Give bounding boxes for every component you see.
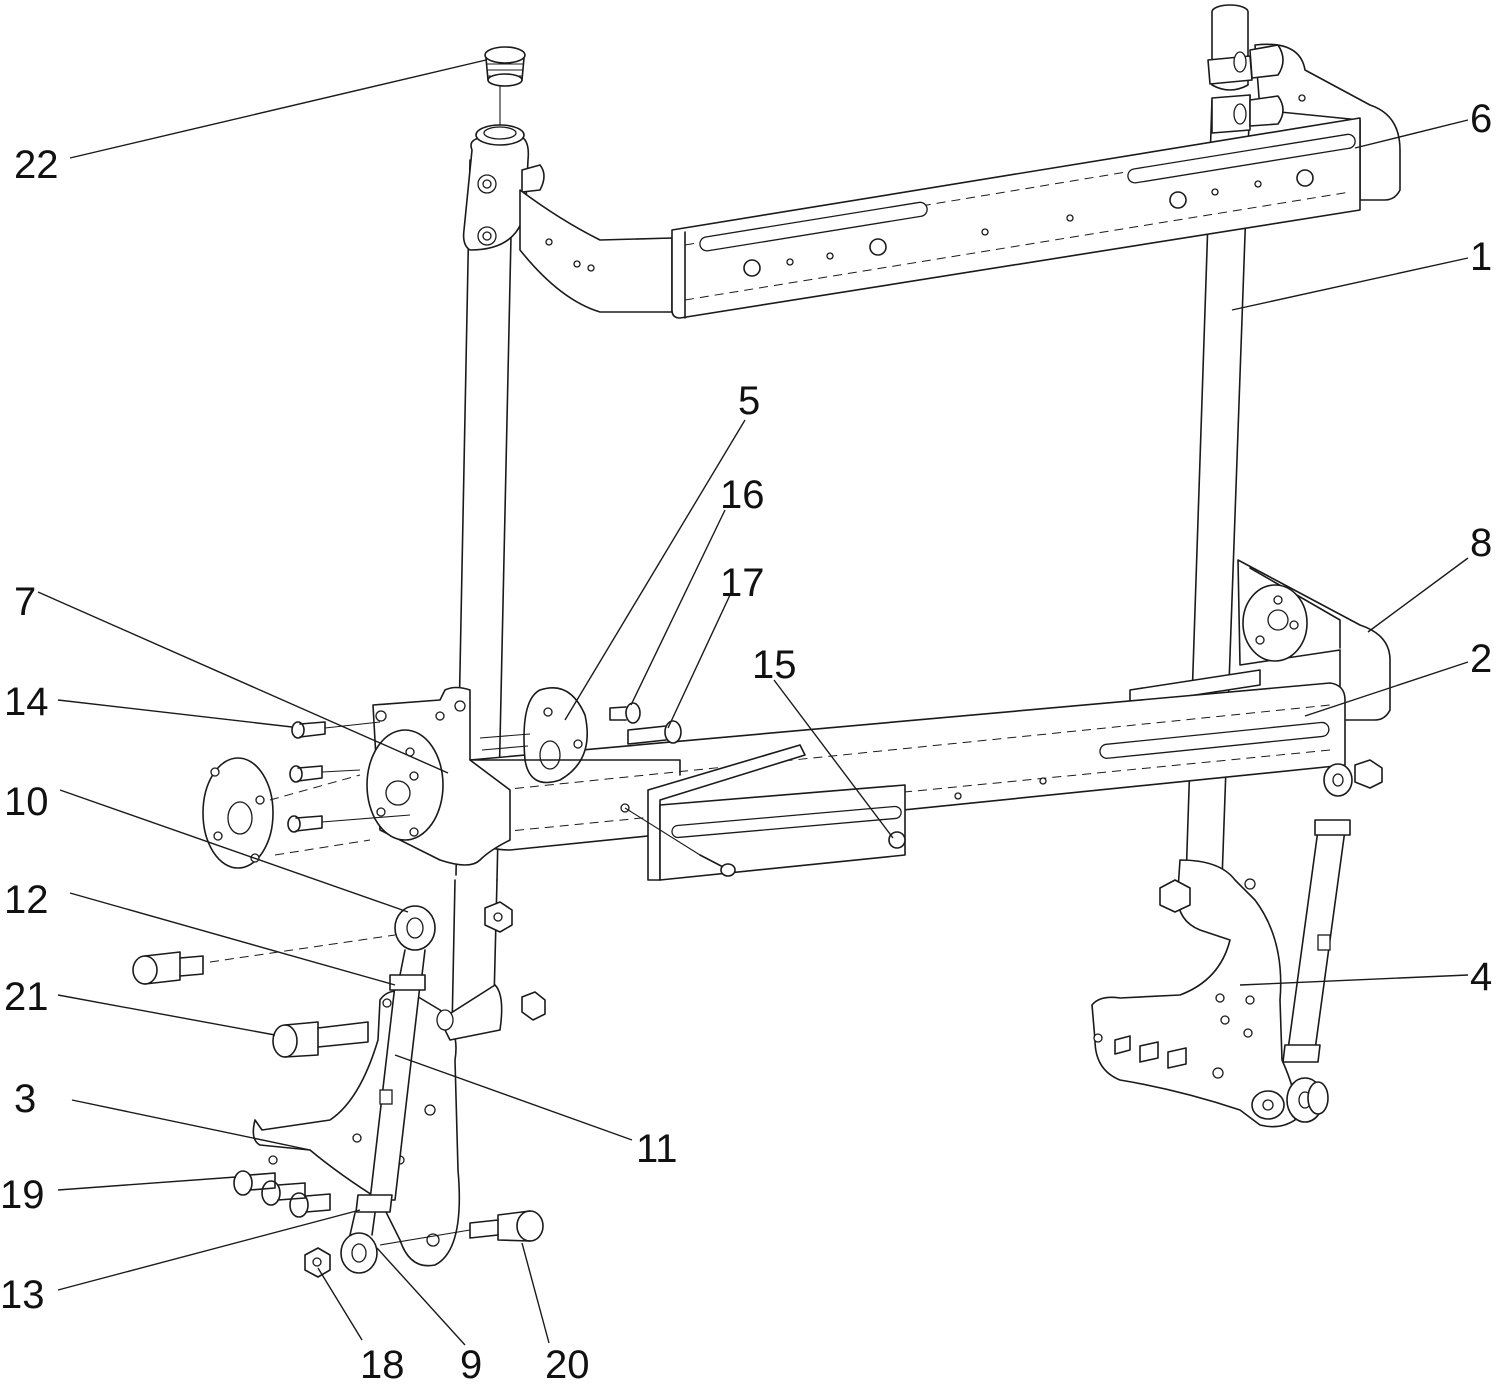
button-head-bolts-19 — [233, 1170, 331, 1218]
leader-9 — [376, 1247, 466, 1346]
lower-left-bracket — [366, 686, 511, 866]
slide-channel — [469, 744, 906, 881]
top-u-bracket — [519, 43, 1401, 313]
left-rod-end-top — [394, 905, 436, 976]
callout-1: 1 — [1470, 235, 1492, 279]
leader-2 — [1304, 661, 1469, 717]
right-tie-rod — [1282, 759, 1383, 1123]
leader-18 — [317, 1267, 363, 1341]
leader-6 — [1354, 119, 1469, 149]
callout-10: 10 — [4, 780, 49, 824]
leader-4 — [1239, 974, 1469, 986]
callout-16: 16 — [720, 473, 765, 517]
top-right-hinge-clamp — [1207, 4, 1284, 134]
socket-bolt-upper — [132, 934, 396, 985]
callout-17: 17 — [720, 561, 765, 605]
pin-part-17 — [627, 720, 682, 745]
leader-15 — [773, 679, 894, 839]
callout-22: 22 — [14, 143, 59, 187]
callout-21: 21 — [4, 975, 49, 1019]
callout-20: 20 — [545, 1343, 590, 1387]
callout-15: 15 — [752, 643, 797, 687]
leader-20 — [521, 1242, 550, 1344]
leader-17 — [667, 594, 731, 729]
leader-3 — [71, 1099, 311, 1151]
leader-12 — [69, 892, 396, 986]
hinge-flange-part-5 — [479, 687, 589, 784]
callout-19: 19 — [0, 1173, 45, 1217]
left-vertical-post — [451, 159, 513, 1031]
callout-7: 7 — [14, 580, 36, 624]
lower-u-bracket — [1129, 559, 1391, 721]
socket-bolt-part-21 — [272, 1021, 369, 1058]
pin-part-16 — [609, 702, 641, 724]
leader-19 — [57, 1176, 237, 1191]
hex-bolts-14 — [287, 721, 411, 833]
callout-14: 14 — [4, 680, 49, 724]
callout-18: 18 — [360, 1343, 405, 1387]
leader-8 — [1367, 557, 1469, 633]
callout-8: 8 — [1470, 521, 1492, 565]
leader-16 — [630, 509, 726, 706]
leader-lines — [37, 59, 1469, 1346]
callout-9: 9 — [460, 1343, 482, 1387]
callout-4: 4 — [1470, 955, 1492, 999]
top-slotted-rail — [671, 117, 1361, 319]
callout-12: 12 — [4, 878, 49, 922]
callout-6: 6 — [1470, 97, 1492, 141]
left-tie-rod-part-11 — [355, 974, 426, 1213]
leader-7 — [37, 591, 449, 774]
right-lower-arm-bracket — [1091, 859, 1297, 1128]
leader-10 — [59, 789, 409, 913]
callout-2: 2 — [1470, 637, 1492, 681]
callout-11: 11 — [636, 1127, 678, 1171]
leader-21 — [57, 994, 276, 1036]
mount-disc-plate — [202, 757, 274, 869]
left-rod-end-bottom — [340, 1212, 378, 1274]
callout-13: 13 — [0, 1273, 45, 1317]
lower-slotted-rail — [469, 682, 1346, 851]
leader-1 — [1231, 257, 1469, 311]
leader-14 — [57, 699, 293, 728]
top-cap-plug — [484, 46, 526, 130]
leader-22 — [69, 59, 487, 159]
top-left-clamp-bracket — [462, 124, 545, 251]
socket-bolt-part-20 — [379, 1210, 544, 1246]
callout-3: 3 — [14, 1077, 36, 1121]
hex-nuts — [304, 901, 546, 1278]
callout-5: 5 — [738, 379, 760, 423]
leader-5 — [564, 419, 746, 721]
leader-11 — [394, 1054, 633, 1141]
leader-13 — [57, 1209, 361, 1291]
callout-labels: 1 2 3 4 5 6 7 8 9 10 11 12 13 14 15 16 1… — [0, 97, 1492, 1387]
disc-plate-dashed-guides — [269, 774, 371, 856]
